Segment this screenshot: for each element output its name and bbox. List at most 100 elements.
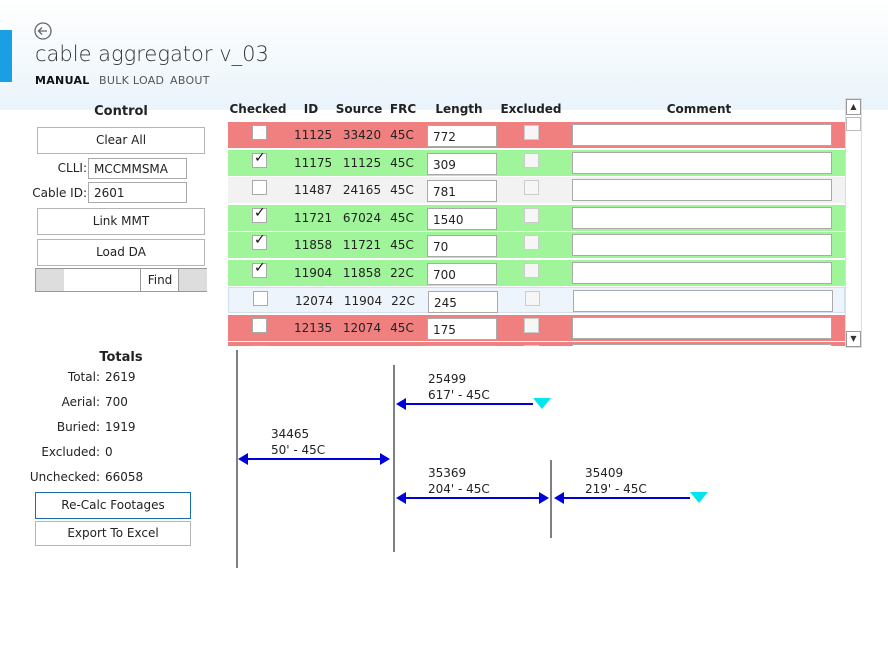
excluded-checkbox[interactable] bbox=[524, 345, 539, 346]
col-header-length[interactable]: Length bbox=[435, 102, 483, 116]
clli-label: CLLI: bbox=[57, 161, 87, 175]
col-header-checked[interactable]: Checked bbox=[229, 102, 287, 116]
checked-checkbox[interactable]: ✓ bbox=[252, 260, 267, 278]
excluded-checkbox[interactable] bbox=[524, 180, 539, 195]
length-input[interactable]: 245 bbox=[428, 291, 498, 313]
checked-checkbox[interactable] bbox=[252, 180, 267, 195]
buried-value: 1919 bbox=[105, 420, 136, 434]
length-input[interactable]: 70 bbox=[427, 235, 497, 257]
end-marker-icon bbox=[533, 398, 551, 409]
scroll-thumb[interactable] bbox=[846, 117, 861, 131]
link-mmt-button[interactable]: Link MMT bbox=[37, 208, 205, 235]
checked-checkbox[interactable] bbox=[252, 317, 267, 333]
segment-id-label: 35409 bbox=[585, 466, 623, 480]
comment-input[interactable] bbox=[572, 179, 832, 201]
cell-source: 11125 bbox=[342, 155, 382, 170]
cable-id-input[interactable]: 2601 bbox=[88, 182, 187, 203]
excluded-checkbox[interactable] bbox=[525, 291, 540, 306]
length-input[interactable]: 781 bbox=[427, 180, 497, 202]
grid-scrollbar[interactable]: ▲ ▼ bbox=[845, 98, 862, 348]
length-input[interactable] bbox=[427, 345, 497, 346]
comment-input[interactable] bbox=[573, 290, 833, 312]
cell-frc: 45C bbox=[390, 128, 414, 142]
excluded-checkbox[interactable] bbox=[524, 125, 539, 140]
excluded-checkbox[interactable] bbox=[524, 317, 539, 333]
length-input[interactable]: 175 bbox=[427, 317, 497, 340]
cell-source: 33420 bbox=[342, 128, 382, 142]
scroll-up-icon[interactable]: ▲ bbox=[846, 99, 861, 115]
scroll-down-icon[interactable]: ▼ bbox=[846, 331, 861, 347]
buried-label: Buried: bbox=[56, 420, 100, 434]
col-header-comment[interactable]: Comment bbox=[666, 102, 732, 116]
find-input[interactable] bbox=[64, 269, 141, 291]
checked-checkbox[interactable] bbox=[252, 125, 267, 140]
recalc-footages-button[interactable]: Re-Calc Footages bbox=[35, 492, 191, 519]
aerial-value: 700 bbox=[105, 395, 128, 409]
excluded-checkbox[interactable] bbox=[524, 207, 539, 223]
comment-input[interactable] bbox=[572, 124, 832, 146]
cell-id: 11175 bbox=[294, 155, 333, 170]
table-row[interactable]: 11487 24165 45C 781 bbox=[228, 177, 845, 203]
excluded-value: 0 bbox=[105, 445, 113, 459]
col-header-source[interactable]: Source bbox=[335, 102, 383, 116]
find-control: Find bbox=[35, 268, 207, 292]
export-to-excel-button[interactable]: Export To Excel bbox=[35, 521, 191, 546]
length-input[interactable]: 700 bbox=[427, 262, 497, 285]
checked-checkbox[interactable]: ✓ bbox=[252, 205, 267, 223]
comment-input[interactable] bbox=[572, 206, 832, 229]
length-input[interactable]: 1540 bbox=[427, 207, 497, 230]
find-right-handle bbox=[179, 269, 207, 291]
length-input[interactable]: 309 bbox=[427, 152, 497, 175]
comment-input[interactable] bbox=[572, 316, 832, 339]
find-button[interactable]: Find bbox=[142, 269, 179, 291]
checked-checkbox[interactable] bbox=[252, 345, 267, 346]
clli-input[interactable]: MCCMMSMA bbox=[88, 158, 187, 179]
segment-25499[interactable]: 25499 617' - 45C bbox=[396, 372, 551, 410]
cell-id: 12135 bbox=[294, 320, 333, 335]
col-header-excluded[interactable]: Excluded bbox=[500, 102, 562, 116]
excluded-checkbox[interactable] bbox=[524, 262, 539, 278]
comment-input[interactable] bbox=[572, 234, 832, 256]
segment-35409[interactable]: 35409 219' - 45C bbox=[554, 466, 708, 504]
table-row[interactable]: 122061213545C bbox=[228, 342, 845, 346]
cell-frc: 22C bbox=[391, 294, 415, 308]
comment-input[interactable] bbox=[572, 344, 832, 346]
cell-id: 11125 bbox=[294, 128, 333, 142]
excluded-label: Excluded: bbox=[41, 445, 100, 459]
menu-bulk-load[interactable]: BULK LOAD bbox=[99, 74, 165, 87]
comment-input[interactable] bbox=[572, 151, 832, 174]
checked-checkbox[interactable] bbox=[253, 291, 268, 306]
col-header-id[interactable]: ID bbox=[303, 102, 319, 116]
checked-checkbox[interactable]: ✓ bbox=[252, 232, 267, 250]
length-input[interactable]: 772 bbox=[427, 125, 497, 147]
segment-id-label: 25499 bbox=[428, 372, 466, 386]
segment-35369[interactable]: 35369 204' - 45C bbox=[396, 466, 549, 504]
cell-source: 24165 bbox=[342, 183, 382, 197]
back-arrow-icon[interactable] bbox=[34, 22, 52, 40]
table-row[interactable]: 11125 33420 45C 772 bbox=[228, 122, 845, 148]
clear-all-button[interactable]: Clear All bbox=[37, 127, 205, 154]
excluded-checkbox[interactable] bbox=[524, 152, 539, 168]
load-da-button[interactable]: Load DA bbox=[37, 239, 205, 266]
find-left-handle bbox=[36, 269, 64, 291]
menu-about[interactable]: ABOUT bbox=[170, 74, 210, 87]
cell-id: 11487 bbox=[294, 183, 333, 197]
comment-input[interactable] bbox=[572, 261, 832, 284]
menu-manual[interactable]: MANUAL bbox=[35, 74, 90, 87]
total-value: 2619 bbox=[105, 370, 136, 384]
checked-checkbox[interactable]: ✓ bbox=[252, 150, 267, 168]
cable-id-label: Cable ID: bbox=[32, 186, 87, 200]
segment-detail-label: 204' - 45C bbox=[428, 482, 490, 496]
excluded-checkbox[interactable] bbox=[524, 235, 539, 250]
col-header-frc[interactable]: FRC bbox=[389, 102, 417, 116]
totals-title: Totals bbox=[99, 350, 143, 365]
segment-34465[interactable]: 34465 50' - 45C bbox=[238, 427, 390, 465]
cell-frc: 45C bbox=[390, 183, 414, 197]
